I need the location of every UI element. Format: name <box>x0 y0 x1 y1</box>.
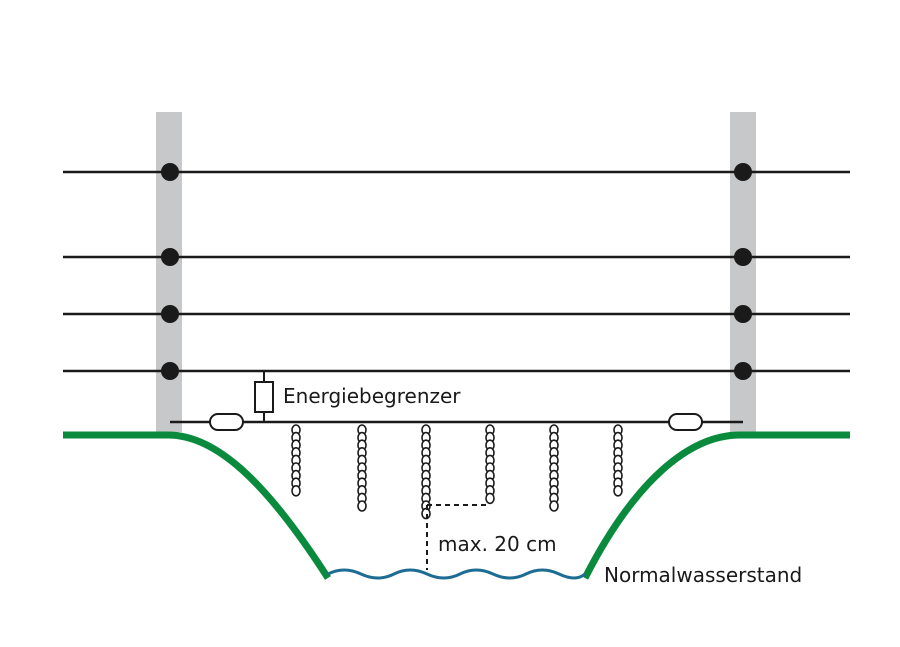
chain-4 <box>485 424 495 505</box>
insulator-right-1 <box>734 163 752 181</box>
chain-link <box>357 500 367 512</box>
insulator-left-1 <box>161 163 179 181</box>
chain-3 <box>421 424 431 520</box>
fence-wires <box>63 170 850 373</box>
insulator-right-3 <box>734 305 752 323</box>
chain-1 <box>291 424 301 497</box>
ditch-wire-insulator-left <box>209 413 244 431</box>
insulator-right-2 <box>734 248 752 266</box>
chain-6 <box>613 424 623 497</box>
right-post <box>730 112 756 432</box>
energy-limiter-label: Energiebegrenzer <box>283 384 461 408</box>
hanging-chains <box>291 424 623 520</box>
insulator-right-4 <box>734 362 752 380</box>
ground-right-bank <box>581 431 850 580</box>
chain-link <box>613 484 623 497</box>
left-post <box>156 112 182 432</box>
chain-link <box>291 484 301 497</box>
energy-limiter-resistor <box>254 381 274 413</box>
insulator-left-4 <box>161 362 179 380</box>
insulator-left-2 <box>161 248 179 266</box>
water-level-label: Normalwasserstand <box>604 563 802 587</box>
max-distance-indicator <box>426 504 490 570</box>
ground-left-bank <box>63 431 331 580</box>
chain-link <box>549 500 559 512</box>
water-wave <box>327 568 586 580</box>
chain-link <box>485 492 495 505</box>
chain-5 <box>549 424 559 512</box>
insulator-left-3 <box>161 305 179 323</box>
max-distance-label: max. 20 cm <box>438 532 557 556</box>
ditch-wire-insulator-right <box>668 413 703 431</box>
post-insulators <box>161 163 752 380</box>
chain-2 <box>357 424 367 512</box>
